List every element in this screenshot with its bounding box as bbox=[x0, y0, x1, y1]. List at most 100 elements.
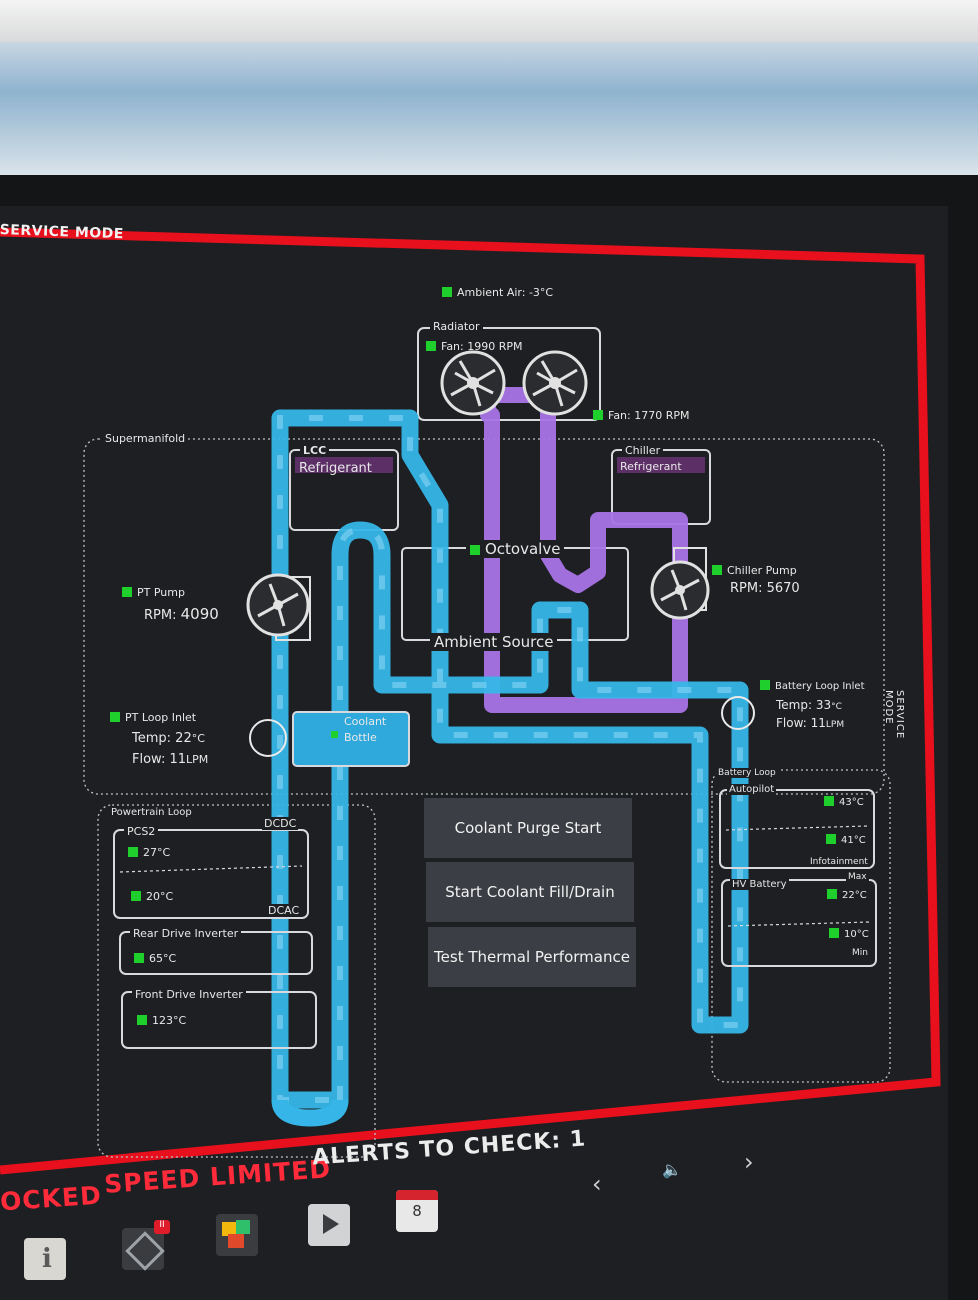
theater-icon[interactable] bbox=[308, 1204, 350, 1246]
autopilot-box bbox=[719, 789, 875, 869]
service-mode-frame bbox=[0, 227, 941, 1175]
pt-flow-value: 11 bbox=[169, 752, 187, 767]
chiller-title: Chiller bbox=[622, 444, 664, 457]
status-ok-icon bbox=[131, 891, 141, 901]
powertrain-loop-title: Powertrain Loop bbox=[108, 807, 195, 818]
arcade-icon[interactable] bbox=[216, 1214, 258, 1256]
flow-unit: LPM bbox=[186, 753, 209, 766]
coolant-bottle-status bbox=[331, 727, 343, 740]
pt-loop-inlet-flow: Flow: 11LPM bbox=[132, 752, 208, 767]
front-inverter-temp-text: 123°C bbox=[152, 1014, 187, 1027]
notification-badge: II bbox=[154, 1220, 170, 1234]
radiator-title: Radiator bbox=[430, 320, 483, 333]
pt-loop-sensor bbox=[249, 719, 287, 757]
chiller-refrigerant-label: Refrigerant bbox=[620, 460, 682, 473]
toybox-icon[interactable]: II bbox=[122, 1220, 170, 1271]
sun-visor bbox=[0, 0, 978, 42]
flow-label: Flow: bbox=[132, 752, 166, 767]
battery-flow-value: 11 bbox=[810, 716, 826, 730]
pcs2-t1-text: 27°C bbox=[143, 846, 171, 859]
mute-icon[interactable]: 🔈 bbox=[662, 1160, 682, 1179]
lcc-title: LCC bbox=[300, 444, 330, 457]
status-ok-icon bbox=[824, 796, 834, 806]
hv-min-text: 10°C bbox=[844, 929, 869, 940]
rear-inverter-temp-text: 65°C bbox=[149, 952, 177, 965]
ambient-air-readout: Ambient Air: -3°C bbox=[442, 286, 553, 299]
rpm-label: RPM: bbox=[730, 581, 763, 596]
status-ok-icon bbox=[122, 587, 132, 597]
temp-label: Temp: bbox=[776, 698, 813, 712]
radiator-fan-right-icon bbox=[522, 350, 588, 416]
pcs2-temp-1: 27°C bbox=[128, 846, 170, 859]
coolant-bottle-box bbox=[292, 711, 410, 767]
status-ok-icon bbox=[826, 834, 836, 844]
calendar-icon[interactable]: 8 bbox=[396, 1190, 438, 1232]
battery-loop-inlet-flow: Flow: 11LPM bbox=[776, 716, 844, 730]
battery-loop-outline bbox=[711, 769, 891, 1083]
battery-temp-value: 33 bbox=[815, 698, 832, 712]
battery-loop-sensor bbox=[721, 696, 755, 730]
pt-temp-value: 22 bbox=[175, 731, 192, 746]
coolant-bottle-line1: Coolant bbox=[344, 715, 387, 728]
autopilot-t2-text: 41°C bbox=[841, 835, 866, 846]
chiller-pump-title: Chiller Pump bbox=[712, 564, 797, 577]
octovalve-title: Octovalve bbox=[466, 540, 565, 558]
chevron-left-icon[interactable]: ‹ bbox=[592, 1170, 602, 1198]
coolant-fill-drain-button[interactable]: Start Coolant Fill/Drain bbox=[426, 862, 634, 922]
pt-pump-icon bbox=[246, 573, 311, 641]
chiller-pump-icon bbox=[650, 547, 710, 620]
play-glyph bbox=[323, 1214, 339, 1234]
flow-label: Flow: bbox=[776, 716, 807, 730]
chevron-right-icon[interactable]: › bbox=[744, 1148, 754, 1176]
pcs2-t2-text: 20°C bbox=[146, 890, 174, 903]
autopilot-temp-1: 43°C bbox=[824, 796, 864, 808]
hv-battery-max-label: Max bbox=[846, 872, 869, 882]
test-thermal-button[interactable]: Test Thermal Performance bbox=[428, 927, 636, 987]
hex-glyph bbox=[125, 1231, 165, 1271]
arcade-tile-yellow bbox=[222, 1222, 236, 1236]
chiller-pump-rpm: RPM: 5670 bbox=[730, 581, 800, 596]
status-ok-icon bbox=[331, 731, 338, 738]
autopilot-temp-2: 41°C bbox=[826, 834, 866, 846]
ambient-source-title: Ambient Source bbox=[430, 633, 558, 651]
chiller-refrigerant-bar bbox=[617, 457, 705, 473]
service-mode-side-label: SERVICE MODE bbox=[883, 690, 905, 740]
autopilot-title: Autopilot bbox=[727, 784, 777, 795]
rpm-label: RPM: bbox=[144, 608, 177, 623]
info-glyph: i bbox=[42, 1244, 52, 1274]
battery-loop-title: Battery Loop bbox=[716, 768, 778, 778]
autopilot-t1-text: 43°C bbox=[839, 797, 864, 808]
flow-unit: LPM bbox=[825, 720, 845, 730]
ambient-air-text: Ambient Air: -3°C bbox=[457, 286, 554, 299]
coolant-loop-bottom bbox=[271, 1099, 349, 1127]
octovalve-text: Octovalve bbox=[485, 540, 561, 558]
lcc-refrigerant-bar bbox=[295, 457, 393, 473]
status-ok-icon bbox=[110, 712, 120, 722]
powertrain-loop-outline bbox=[97, 804, 376, 1158]
radiator-fan-left-readout: Fan: 1990 RPM bbox=[426, 340, 523, 353]
pt-loop-inlet-title: PT Loop Inlet bbox=[110, 711, 196, 724]
hv-max-text: 22°C bbox=[842, 890, 867, 901]
manual-icon[interactable]: i bbox=[24, 1238, 66, 1280]
pt-pump-rpm-value: 4090 bbox=[180, 605, 219, 623]
coolant-purge-button[interactable]: Coolant Purge Start bbox=[424, 798, 632, 858]
battery-loop-inlet-title: Battery Loop Inlet bbox=[760, 680, 865, 692]
dcac-label: DCAC bbox=[266, 904, 302, 917]
pcs2-box bbox=[113, 829, 309, 919]
hv-battery-box bbox=[721, 879, 877, 967]
arcade-tile-green bbox=[236, 1220, 250, 1234]
pt-pump-rpm: RPM: 4090 bbox=[144, 605, 219, 623]
radiator-box bbox=[417, 327, 601, 421]
pt-loop-inlet-temp: Temp: 22°C bbox=[132, 731, 205, 746]
rear-inverter-temp: 65°C bbox=[134, 952, 176, 965]
coolant-dash-overlay bbox=[277, 415, 743, 1103]
status-ok-icon bbox=[712, 565, 722, 575]
fan-right-text: Fan: 1770 RPM bbox=[608, 409, 690, 422]
pcs2-temp-2: 20°C bbox=[131, 890, 173, 903]
fan-left-text: Fan: 1990 RPM bbox=[441, 340, 523, 353]
status-ok-icon bbox=[134, 953, 144, 963]
front-inverter-title: Front Drive Inverter bbox=[132, 988, 246, 1001]
status-ok-icon bbox=[829, 928, 839, 938]
dcdc-label: DCDC bbox=[262, 817, 299, 830]
battery-loop-inlet-temp: Temp: 33°C bbox=[776, 698, 842, 712]
